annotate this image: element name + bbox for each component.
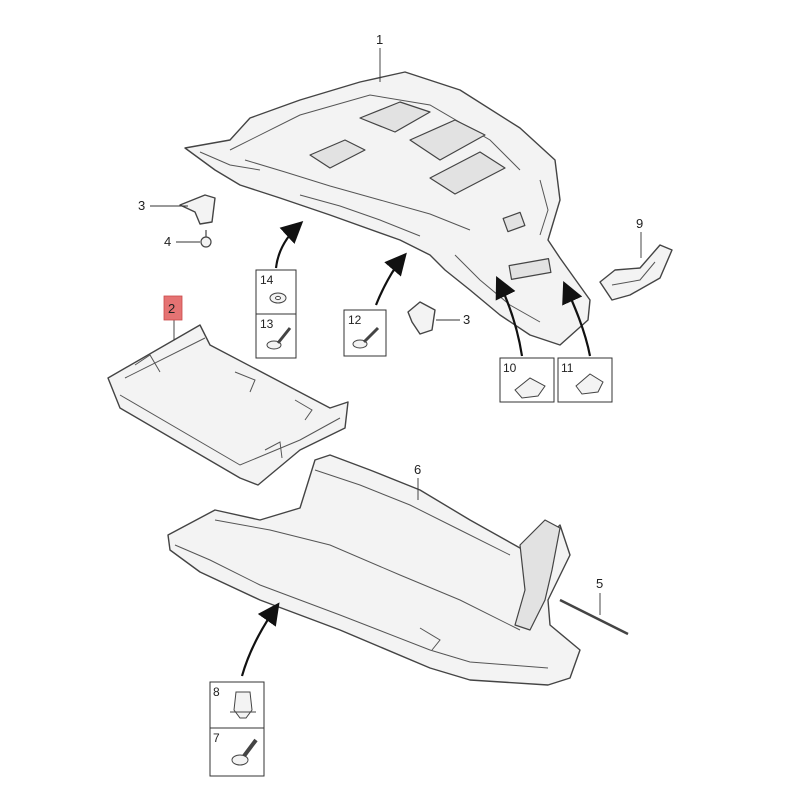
part-box-14-13: 14 13 xyxy=(255,269,297,359)
callout-2-highlight: 2 xyxy=(163,295,183,321)
box-label-12: 12 xyxy=(348,313,362,327)
screw-icon xyxy=(266,327,292,350)
box-label-11: 11 xyxy=(561,361,574,375)
clip-nut-icon xyxy=(514,377,546,399)
part-tray xyxy=(107,324,349,486)
callout-3-left: 3 xyxy=(138,198,145,213)
callout-9: 9 xyxy=(636,216,643,231)
push-clip-icon xyxy=(230,691,256,719)
part-upper-panel xyxy=(184,71,591,346)
callout-6: 6 xyxy=(414,462,421,477)
pointer-arrows xyxy=(240,221,592,677)
clip-nut-icon xyxy=(575,373,604,395)
part-box-10-11: 10 11 xyxy=(499,357,613,403)
box-label-14: 14 xyxy=(260,273,274,287)
callout-4: 4 xyxy=(164,234,171,249)
part-glovebox xyxy=(167,454,581,686)
part-rod xyxy=(559,598,629,636)
screw-icon xyxy=(352,326,380,349)
leader-lines xyxy=(150,48,642,615)
callout-3-right: 3 xyxy=(463,312,470,327)
part-hinge xyxy=(599,244,673,301)
callout-2: 2 xyxy=(168,301,175,316)
part-box-12: 12 xyxy=(343,309,387,357)
box-label-13: 13 xyxy=(260,317,274,331)
box-label-8: 8 xyxy=(213,685,220,699)
part-clip-left xyxy=(179,194,216,225)
box-label-7: 7 xyxy=(213,731,220,745)
part-clip-right xyxy=(407,301,436,335)
part-pin xyxy=(200,230,212,248)
bolt-icon xyxy=(231,738,258,766)
box-label-10: 10 xyxy=(503,361,517,375)
callout-5: 5 xyxy=(596,576,603,591)
callout-labels: 1 3 4 3 6 5 9 xyxy=(138,32,643,591)
part-box-8-7: 8 7 xyxy=(209,681,265,777)
callout-1: 1 xyxy=(376,32,383,47)
washer-icon xyxy=(269,292,287,304)
